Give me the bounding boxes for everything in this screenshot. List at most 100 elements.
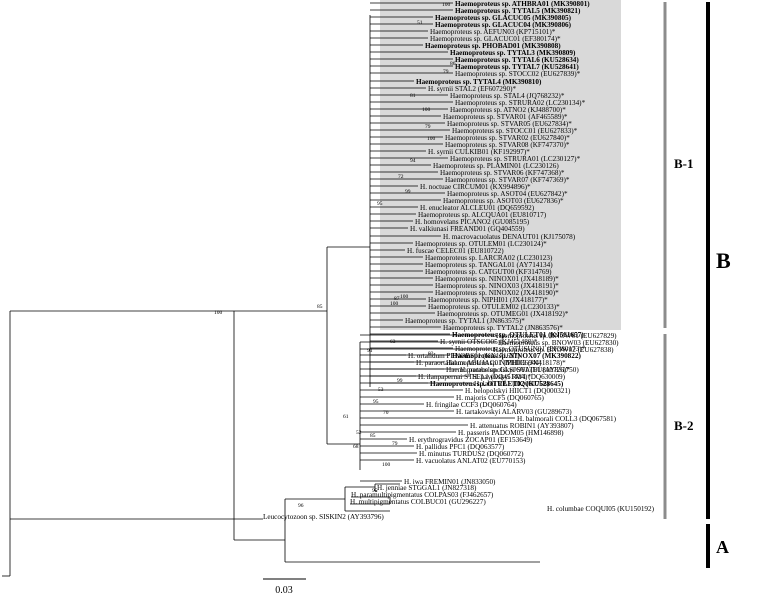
taxon-label: Haemoproteus sp. TYTAL5 (MK390821)	[455, 7, 581, 15]
taxon-label: H. attenuatus ROBIN1 (AY393807)	[470, 422, 574, 430]
support-value: 79	[392, 441, 398, 447]
taxon-label: Haemoproteus sp. LARCRA02 (LC230123)	[425, 254, 553, 262]
taxon-label: H. passeris PADOM05 (HM146898)	[458, 429, 564, 437]
support-value: 99	[397, 378, 403, 384]
tree-branches	[2, 2, 540, 577]
support-value: 87	[394, 296, 400, 302]
taxon-label: Haemoproteus sp. TYTAL3 (MK390809)	[450, 49, 576, 57]
support-value: 85	[317, 304, 323, 310]
taxon-label: Haemoproteus sp. TYTAL7 (KU528641)	[455, 63, 579, 71]
taxon-label: Haemoproteus sp. STVAR07 (KF747369)*	[445, 176, 570, 184]
support-value: 100	[214, 310, 223, 316]
taxon-label: H. noctuae CIRCUM01 (KX994896)*	[420, 183, 531, 191]
support-value: 95	[373, 399, 379, 405]
taxon-label: H. syrnii OTSCO05 (KJ451480)*	[440, 338, 538, 346]
taxon-label: Haemoproteus sp. TYTAL1 (JN863575)*	[405, 317, 525, 325]
taxon-label: H. majoris CCF5 (DQ060765)	[456, 394, 544, 402]
taxon-label: Haemoproteus sp. NIPHI02 (JX418178)*	[446, 359, 566, 367]
taxon-label: Haemoproteus sp. TYTAL4 (MK390810)	[416, 78, 542, 86]
taxon-label: Haemoproteus sp. TYTAL6 (KU528634)	[455, 56, 579, 64]
taxon-label: Haemoproteus sp. STOCC01 (EU627833)*	[452, 127, 578, 135]
taxon-label: H. ortalidum PENOBS01 (KX171627)	[408, 352, 520, 360]
taxon-label: H. ilanpapernai STSEL1 (DQ451424)*	[418, 373, 531, 381]
clade-label-b1: B-1	[674, 156, 694, 171]
taxon-label: Haemoproteus sp. BNOW01 (EU627829)	[496, 332, 617, 340]
taxon-label: H. multipigmentatus COLBUC01 (GU296227)	[350, 498, 486, 506]
taxon-label: Leucocytozoon sp. SISKIN2 (AY393796)	[263, 513, 384, 521]
support-value: 68	[353, 444, 359, 450]
taxon-label: H. erythrogravidus ZOCAP01 (EF153649)	[409, 436, 533, 444]
taxon-label: Haemoproteus sp. STOCC02 (EU627839)*	[455, 70, 581, 78]
support-value: 91	[367, 348, 373, 354]
support-value: 63	[390, 339, 396, 345]
taxon-label: Haemoproteus sp. ASOT03 (EU627836)*	[443, 197, 564, 205]
taxon-label: H. paramultipigmentatus COLPAS03 (FJ4626…	[351, 491, 494, 499]
support-value: 100	[427, 136, 436, 142]
taxon-label: Haemoproteus sp. GLACUC05 (MK390805)	[435, 14, 572, 22]
taxon-label: H. fringilae CCF3 (DQ060764)	[426, 401, 517, 409]
taxon-label: Haemoproteus sp. STVAR01 (AF465589)*	[443, 113, 568, 121]
taxon-label: Haemoproteus sp. STVAR08 (KF747370)*	[445, 141, 570, 149]
support-value: 95	[377, 201, 383, 207]
taxon-label: H. payevskyi RW1 (DQ630009)	[472, 373, 566, 381]
taxon-label: H. pallidus PFC1 (DQ063577)	[416, 443, 505, 451]
taxon-label: Haemoproteus sp. STAL4 (JQ768232)*	[450, 92, 565, 100]
clade-label-b: B	[716, 248, 731, 273]
support-value: 100	[390, 301, 399, 307]
support-value: 79	[425, 124, 431, 130]
taxon-label: H. vacuolatus ANLAT02 (EU770153)	[416, 457, 526, 465]
taxon-label: Haemoproteus sp. NINOX01 (JX418189)*	[435, 275, 559, 283]
scale-bar-label: 0.03	[275, 585, 293, 596]
clade-label-a: A	[716, 537, 729, 557]
support-value: 61	[343, 414, 349, 420]
taxon-label: H. paraortalidum ABUJAC01 (MH036944)	[416, 359, 542, 367]
taxon-label: H. columbae COQUI05 (KU150192)	[547, 505, 655, 513]
taxon-label: Haemoproteus sp. GLSJO01 (EU810726)*	[446, 366, 570, 374]
taxon-label: H. iwa FREMIN01 (JN833050)	[404, 478, 496, 486]
taxon-label: Haemoproteus sp. OTUMEG01 (JX418192)*	[437, 310, 569, 318]
taxon-label: Haemoproteus sp. GLACUC01 (EF380174)*	[430, 35, 561, 43]
support-value: 79	[443, 69, 449, 75]
taxon-label: Haemoproteus sp. BNOW02 (EU627838)	[493, 346, 614, 354]
support-value: 95	[372, 488, 378, 494]
support-value: 53	[378, 387, 384, 393]
taxon-label: H. fuscae CELEC01 (EU810722)	[407, 247, 504, 255]
taxon-label: Haemoproteus sp. ASOT04 (EU627842)*	[447, 190, 568, 198]
taxon-label: Haemoproteus sp. AEFUN03 (KP715101)*	[430, 28, 556, 36]
support-value: 70	[383, 410, 389, 416]
taxon-label: Haemoproteus sp. ATHBRA01 (MK390801)	[455, 0, 590, 8]
taxon-label: H. syrnii STAL2 (EF607290)*	[428, 85, 516, 93]
support-value: 72	[398, 174, 404, 180]
taxon-label: Haemoproteus sp. NINOX02 (JX418190)*	[435, 289, 559, 297]
support-value: 51	[417, 20, 423, 26]
taxon-label: Haemoproteus sp. OTUSUN01 (EF380173)*	[455, 345, 586, 353]
taxon-label: H. enucleator ALCLEU01 (DQ659592)	[420, 204, 535, 212]
support-value: 99	[405, 189, 411, 195]
taxon-labels: Haemoproteus sp. ATHBRA01 (MK390801)Haem…	[263, 0, 655, 521]
support-value: 100	[442, 2, 451, 8]
taxon-label: Haemoproteus sp. STVAR02 (EU627840)*	[445, 134, 570, 142]
taxon-label: Haemoproteus sp. STRURA02 (LC230134)*	[455, 99, 586, 107]
taxon-label: Haemoproteus sp. OTULEM02 (LC230133)*	[428, 303, 560, 311]
taxon-label: Haemoproteus sp. PLAMIN01 (LC230126)	[433, 162, 559, 170]
support-values: 1005186798110079100947299951008710063839…	[214, 2, 456, 509]
support-value: 100	[422, 107, 431, 113]
taxon-label: H. macrovacuolatus DENAUT01 (KJ175078)	[443, 233, 576, 241]
taxon-label: Haemoproteus sp. GLACUC04 (MK390806)	[435, 21, 572, 29]
taxon-label: H. tartakovskyi ALARV03 (GU289673)	[456, 408, 572, 416]
taxon-label: H. minutus TURDUS2 (DQ060772)	[419, 450, 524, 458]
taxon-label: Haemoproteus sp. TANGAL01 (AY714134)	[425, 261, 553, 269]
taxon-label: H. jenniae STGGAL1 (JN827318)	[377, 484, 477, 492]
support-value: 83	[428, 351, 434, 357]
support-value: 96	[298, 503, 304, 509]
support-value: 94	[410, 158, 416, 164]
taxon-label: H. lanii RB1 (DQ060768)	[474, 380, 550, 388]
taxon-label: H. balmorali COLL3 (DQ067581)	[517, 415, 617, 423]
taxon-label: H. homovelans PICANO2 (GU085195)	[415, 218, 530, 226]
taxon-label: Haemoproteus sp. BNOW03 (EU627830)	[498, 339, 619, 347]
taxon-label: Haemoproteus sp. STVAR06 (KF747368)*	[440, 169, 565, 177]
taxon-label: Haemoproteus sp. NIPHI01 (JX418177)*	[428, 296, 548, 304]
support-value: 85	[370, 433, 376, 439]
support-value: 100	[382, 462, 391, 468]
